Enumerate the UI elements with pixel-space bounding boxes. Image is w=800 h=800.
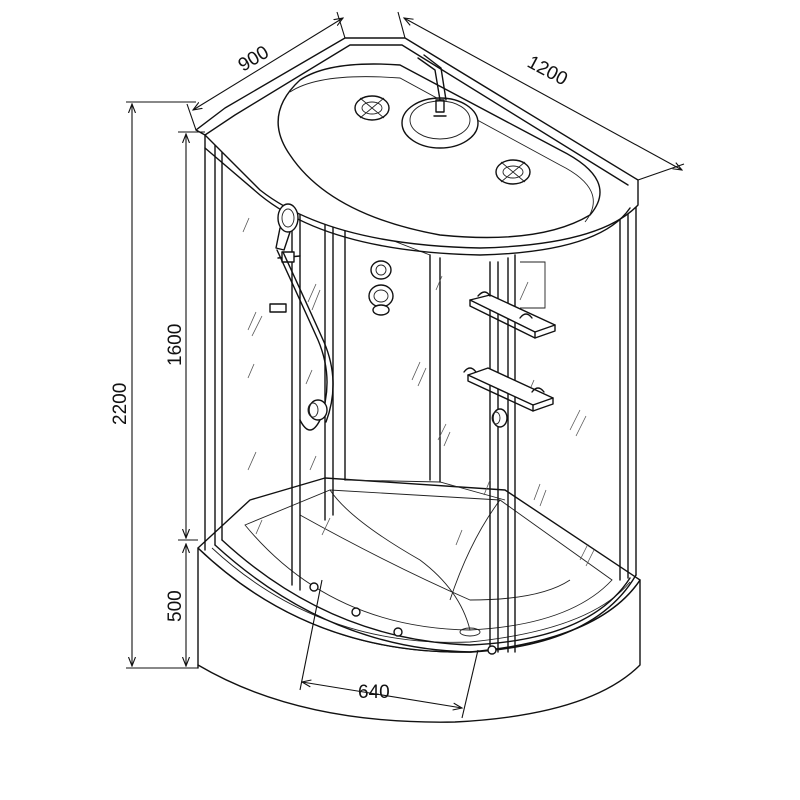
total-height-label: 2200 [110, 383, 131, 425]
length-label: 1200 [524, 52, 571, 90]
cabin-roof [195, 37, 639, 256]
cabin-height-label: 1600 [165, 324, 186, 366]
dimension-labels: 900 1200 2200 1600 500 640 [110, 42, 571, 703]
shelf-upper [469, 291, 556, 339]
massage-jet-upper [370, 260, 392, 280]
roof-light-left [354, 95, 390, 121]
shelf-lower [463, 367, 554, 412]
depth-label: 900 [235, 42, 273, 76]
hand-shower-icon [275, 203, 299, 251]
shower-fittings [269, 203, 556, 655]
dimension-lines [126, 11, 685, 719]
rain-shower-head [401, 97, 479, 149]
tray-height-label: 500 [165, 590, 186, 622]
tray-depth-label: 640 [358, 682, 390, 703]
shower-tray-base [197, 477, 641, 723]
roof-light-right [495, 159, 531, 185]
massage-jet-lower [368, 284, 394, 316]
